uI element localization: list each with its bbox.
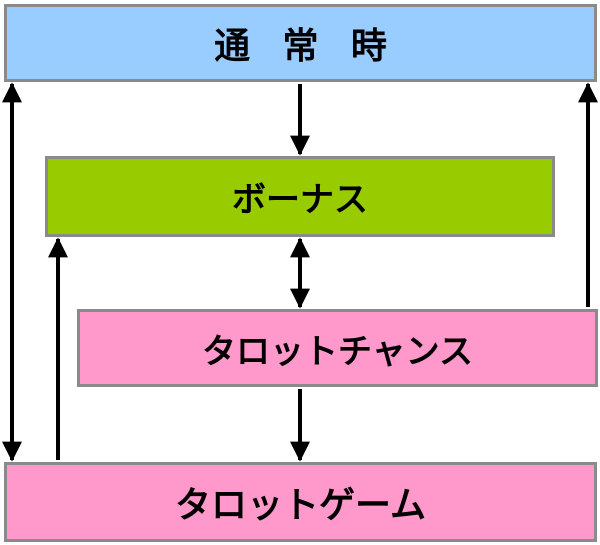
bonus-state-box: ボーナス [45,156,555,237]
normal-state-box: 通常時 [4,4,597,82]
normal-state-label: 通常時 [214,26,420,67]
tarot-chance-state-label: タロットチャンス [202,331,473,372]
tarot-chance-state-box: タロットチャンス [77,309,598,387]
bonus-state-label: ボーナス [232,180,368,220]
tarot-game-state-label: タロットゲーム [175,485,426,526]
tarot-game-state-box: タロットゲーム [4,462,597,542]
